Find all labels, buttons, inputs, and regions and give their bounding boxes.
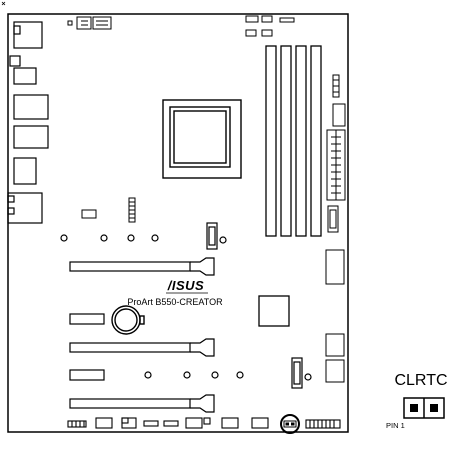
header-small (69, 313, 105, 325)
chipset (258, 295, 290, 327)
bottom-headers (67, 417, 341, 429)
rear-io (7, 21, 49, 224)
clrtc-pin1-label: PIN 1 (386, 421, 405, 430)
cpu-socket (162, 99, 242, 179)
standoffs-upper (60, 234, 159, 242)
pcie-slot-2 (69, 338, 215, 357)
dimm-slots (265, 45, 322, 237)
standoffs-lower (144, 371, 244, 379)
right-components (325, 74, 346, 383)
clrtc-title: CLRTC (394, 372, 447, 389)
clrtc-location-marker (280, 414, 300, 434)
cmos-battery (111, 305, 145, 335)
clrtc-header-detail (403, 397, 445, 419)
clrtc-pins (410, 404, 438, 412)
clrtc-pin (410, 404, 418, 412)
corner-mark (1, 1, 6, 6)
pcie-slot-1 (69, 257, 215, 276)
header-small-lower (69, 369, 105, 381)
model-label: ProArt B550-CREATOR (127, 297, 223, 307)
board-outline (7, 13, 349, 433)
clrtc-pin (430, 404, 438, 412)
pcie-slot-3 (69, 394, 215, 413)
mid-headers (81, 197, 136, 223)
m2-slot-upper (206, 222, 227, 250)
brand-logo: /ISUS (167, 278, 204, 293)
top-headers (67, 15, 295, 37)
m2-slot-lower (291, 357, 312, 389)
